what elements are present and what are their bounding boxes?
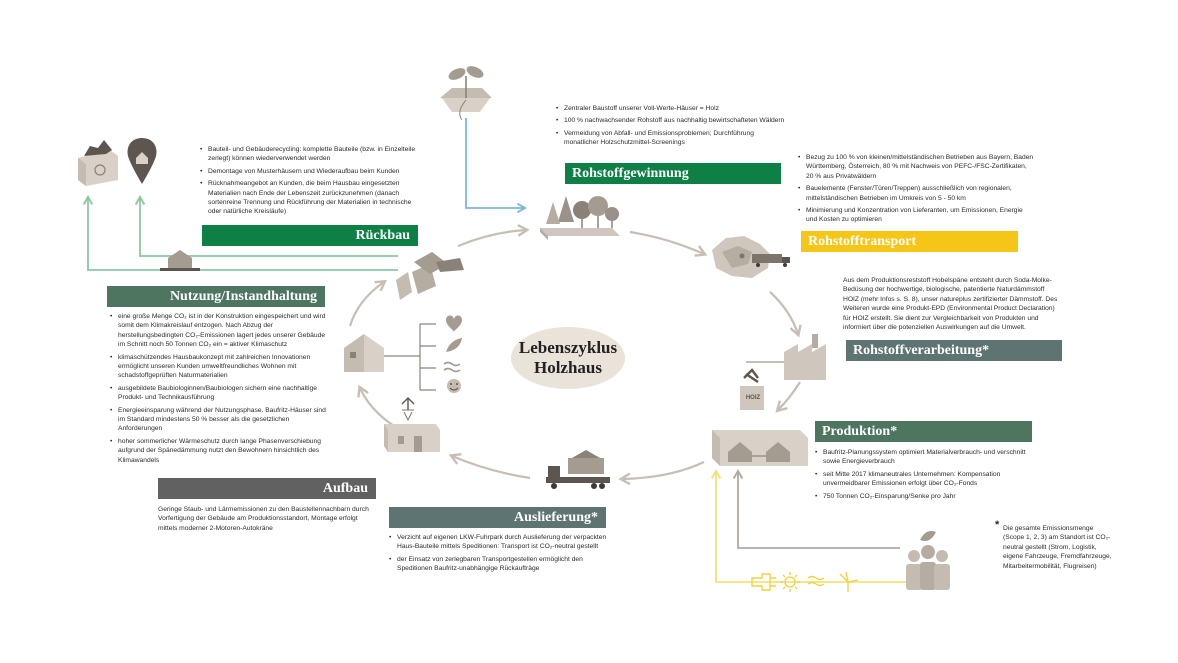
nutzung-text: eine große Menge CO₂ ist in der Konstruk… [110, 312, 328, 468]
leaf-icon [446, 338, 462, 352]
hoiz-box-icon [740, 368, 764, 410]
aufbau-text: Geringe Staub- und Lärmemissionen zu den… [158, 505, 376, 533]
crane-house-icon [384, 397, 440, 452]
forest-icon [540, 196, 620, 240]
center-title-line2: Holzhaus [533, 358, 603, 377]
house-usage-icon [344, 323, 436, 391]
bullet: Baufritz-Planungssystem optimiert Materi… [815, 448, 1043, 467]
rohstoffverarbeitung-header: Rohstoffverarbeitung* [846, 340, 1062, 361]
water-icon [807, 575, 825, 587]
aufbau-paragraph: Geringe Staub- und Lärmemissionen zu den… [158, 506, 369, 532]
auslieferung-text: Verzicht auf eigenen LKW-Fuhrpark durch … [389, 533, 609, 577]
bullet: der Einsatz von zerlegbaren Transportges… [389, 555, 609, 574]
bullet: Zentraler Baustoff unserer Voll-Werte-Hä… [556, 104, 786, 114]
rohstofftransport-header: Rohstofftransport [801, 231, 1018, 252]
footnote-text: Die gesamte Emissionsmenge (Scope 1, 2, … [1003, 524, 1115, 571]
rohstoffverarbeitung-text: Aus dem Produktionsreststoff Hobelspäne … [843, 276, 1061, 332]
bullet: eine große Menge CO₂ ist in der Konstruk… [110, 312, 328, 350]
mint-arrows [82, 194, 398, 271]
small-house-icon [160, 250, 200, 271]
bullet: Energieeinsparung während der Nutzungsph… [110, 406, 328, 434]
auslieferung-header: Auslieferung* [389, 507, 606, 528]
heart-icon [446, 315, 462, 332]
map-truck-icon [712, 236, 790, 278]
bullet: hoher sommerlicher Wärmeschutz durch lan… [110, 437, 328, 465]
yellow-arrow [710, 468, 920, 583]
sun-icon [780, 572, 800, 592]
bullet: Bauelemente (Fenster/Türen/Treppen) auss… [798, 184, 1034, 203]
blue-arrow [465, 118, 528, 214]
truck-icon [546, 450, 610, 489]
bullet: Rücknahmeangebot an Kunden, die beim Hau… [200, 179, 418, 217]
produktion-header: Produktion* [815, 421, 1032, 442]
bullet: Bezug zu 100 % von kleinen/mittelständis… [798, 153, 1034, 181]
wind-icon [839, 571, 859, 592]
aufbau-header: Aufbau [158, 478, 376, 499]
produktion-text: Baufritz-Planungssystem optimiert Materi… [815, 448, 1043, 504]
rohstoffgewinnung-header: Rohstoffgewinnung [565, 163, 781, 184]
bullet: Minimierung und Konzentration von Liefer… [798, 206, 1034, 225]
recycling-box-icon [78, 140, 118, 186]
location-pin-icon [127, 138, 157, 184]
center-title: Lebenszyklus Holzhaus [511, 327, 625, 389]
footnote-mark: * [995, 519, 1000, 531]
people-icon [906, 531, 950, 590]
factory-icon [746, 334, 826, 380]
bullet: Verzicht auf eigenen LKW-Fuhrpark durch … [389, 533, 609, 552]
sprout-icon [440, 66, 492, 121]
rohstoffverarbeitung-paragraph: Aus dem Produktionsreststoff Hobelspäne … [843, 277, 1058, 332]
smiley-icon [447, 379, 461, 393]
rueckbau-header: Rückbau [202, 225, 418, 246]
bullet: klimaschützendes Hausbaukonzept mit zahl… [110, 353, 328, 381]
nutzung-header: Nutzung/Instandhaltung [107, 286, 325, 307]
bullet: 100 % nachwachsender Rohstoff aus nachha… [556, 116, 786, 126]
rohstofftransport-text: Bezug zu 100 % von kleinen/mittelständis… [798, 153, 1034, 228]
house-parts-icon [396, 252, 464, 300]
rueckbau-text: Bauteil- und Gebäuderecycling: komplette… [200, 145, 418, 220]
bullet: 750 Tonnen CO₂-Einsparung/Senke pro Jahr [815, 492, 1043, 502]
bullet: Vermeidung von Abfall- und Emissionsprob… [556, 129, 786, 148]
bullet: Bauteil- und Gebäuderecycling: komplette… [200, 145, 418, 164]
footnote-paragraph: Die gesamte Emissionsmenge (Scope 1, 2, … [1003, 525, 1112, 570]
plug-icon [751, 573, 776, 591]
center-title-line1: Lebenszyklus [518, 338, 618, 357]
people-arrow [732, 468, 900, 549]
cycle-arrows [348, 224, 802, 486]
bullet: Demontage von Musterhäusern und Wiederau… [200, 167, 418, 177]
rohstoffgewinnung-text: Zentraler Baustoff unserer Voll-Werte-Hä… [556, 104, 786, 151]
bullet: seit Mitte 2017 klimaneutrales Unternehm… [815, 470, 1043, 489]
bullet: ausgebildete Baubiologinnen/Baubiologen … [110, 384, 328, 403]
production-hall-icon [712, 430, 808, 466]
hoiz-label: HOIZ [745, 395, 761, 401]
waves-icon [443, 361, 461, 373]
